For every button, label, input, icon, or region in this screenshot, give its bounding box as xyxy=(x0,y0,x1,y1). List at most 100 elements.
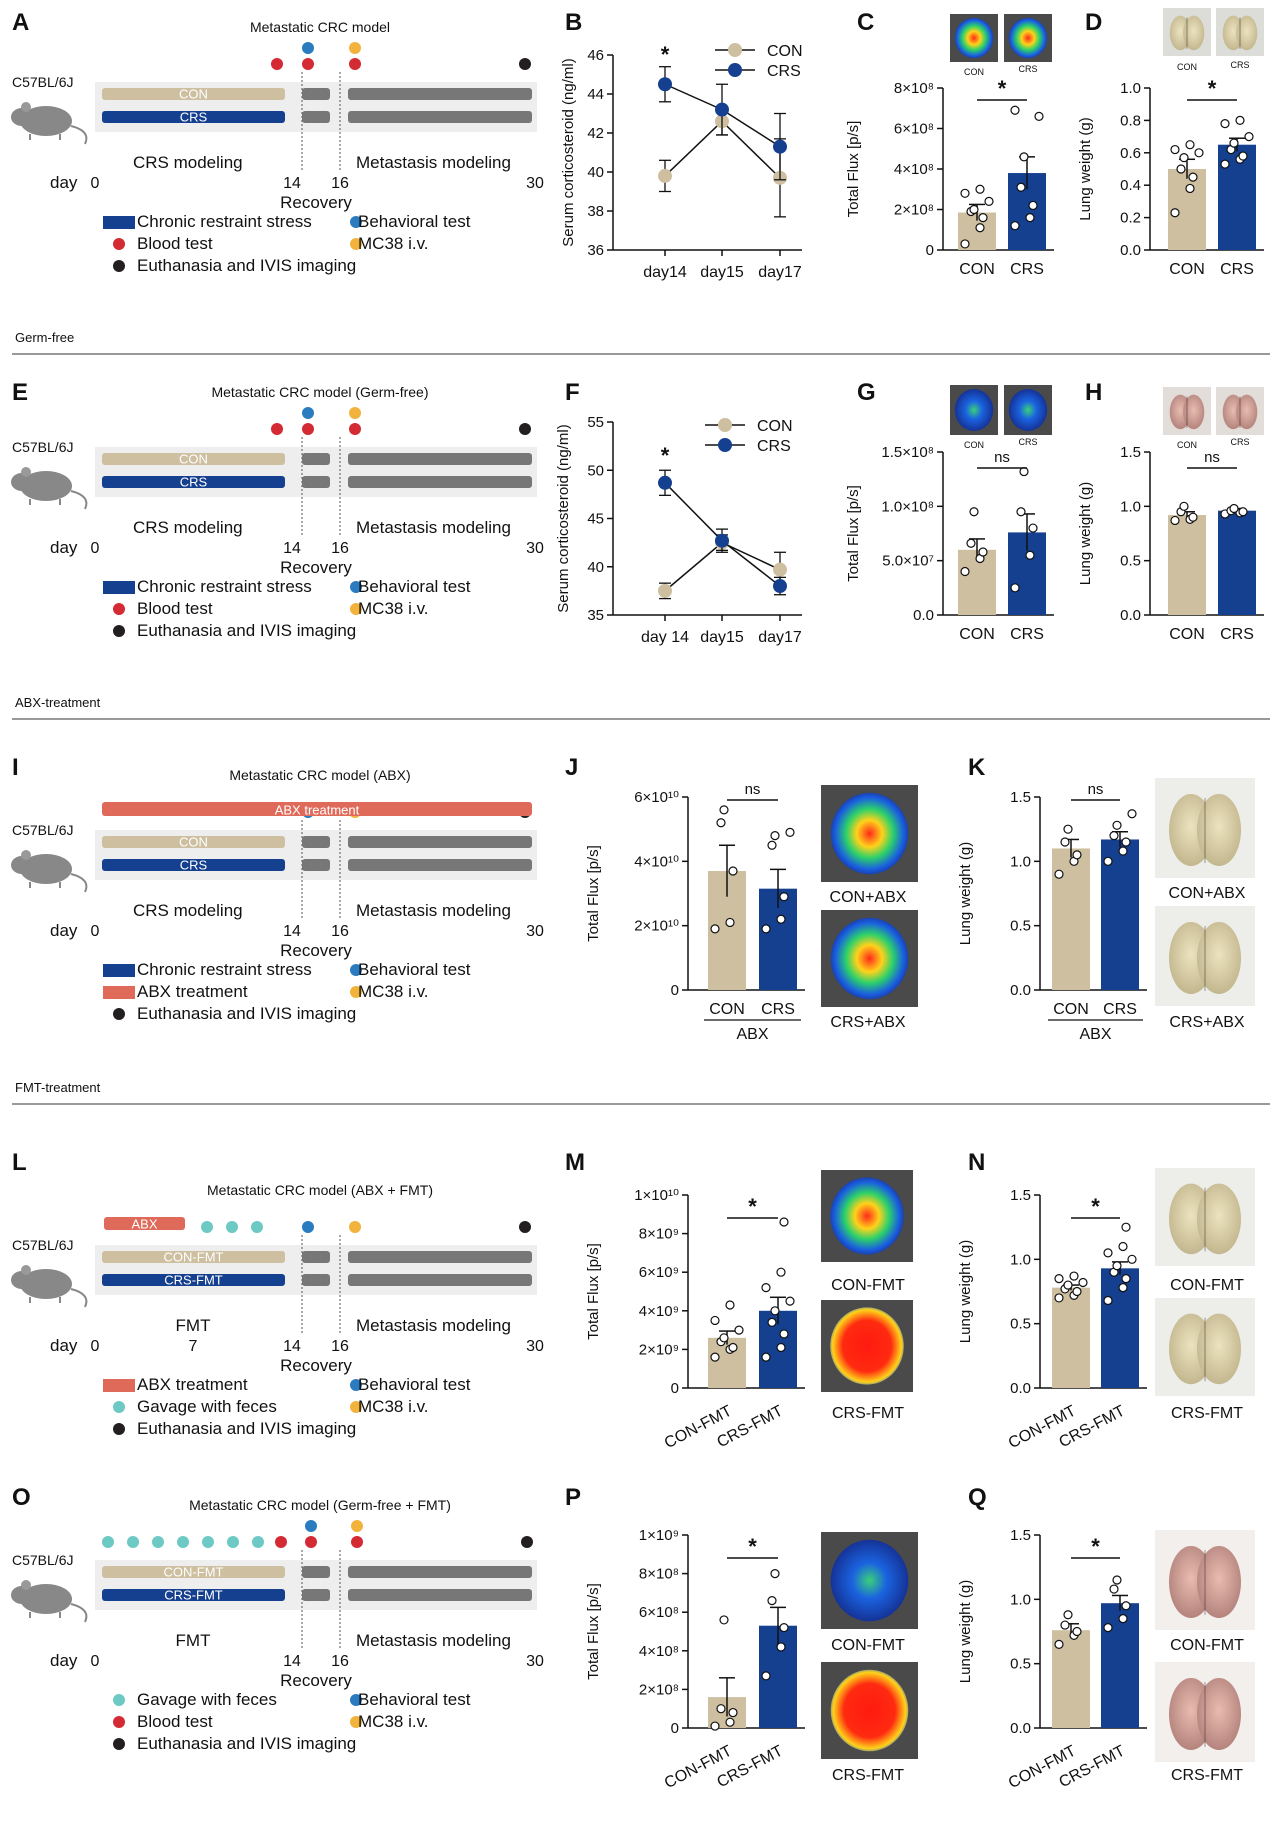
data-point xyxy=(1118,1614,1128,1624)
mouse-strain: C57BL/6J xyxy=(12,822,73,838)
mouse-icon xyxy=(11,850,88,893)
y-tick-label: 0.8 xyxy=(1120,112,1141,129)
x-tick-label: CON xyxy=(1169,626,1205,643)
bar-0 xyxy=(1168,515,1206,615)
ivis-crs-fmt-gf xyxy=(821,1662,918,1759)
bar-recovery-con xyxy=(302,1251,330,1263)
phase-label: Metastasis modeling xyxy=(356,518,511,537)
y-tick-label: 0 xyxy=(671,1380,679,1397)
y-tick-label: 4×10¹⁰ xyxy=(634,853,679,870)
y-axis-label: Lung weight (g) xyxy=(1077,117,1094,220)
data-point xyxy=(1054,869,1064,879)
y-axis-label: Serum corticosteroid (ng/ml) xyxy=(560,58,577,246)
recovery-label: Recovery xyxy=(280,1671,352,1690)
data-point xyxy=(785,827,795,837)
ivis-con-fmt xyxy=(821,1170,913,1262)
legend-dot xyxy=(350,986,362,998)
y-tick-label: 1.0 xyxy=(1010,853,1031,870)
mouse-icon xyxy=(11,467,88,510)
data-point xyxy=(1188,172,1198,182)
phase-label: CRS modeling xyxy=(133,153,243,172)
legend-dot xyxy=(350,1716,362,1728)
panel-letter-E: E xyxy=(12,379,28,406)
data-point xyxy=(1103,1248,1113,1258)
lung-con-fmt xyxy=(1155,1168,1255,1266)
legend-label: MC38 i.v. xyxy=(358,599,429,618)
data-point xyxy=(1170,515,1180,526)
image-label: CON-FMT xyxy=(1170,1277,1244,1294)
data-point-CRS xyxy=(715,102,729,117)
data-point xyxy=(1121,1274,1131,1284)
lung-con xyxy=(1163,387,1211,435)
sig-label: * xyxy=(1091,1534,1100,1559)
day-label: day xyxy=(50,1651,78,1670)
lung-crs xyxy=(1216,8,1264,56)
day-tick: 30 xyxy=(526,175,544,192)
timeline-title: Metastatic CRC model (Germ-free + FMT) xyxy=(189,1497,451,1513)
euth-dot xyxy=(519,1221,531,1233)
y-tick-label: 0 xyxy=(671,982,679,999)
data-point xyxy=(776,1642,786,1652)
section-title: FMT-treatment xyxy=(15,1080,101,1095)
x-tick-label: day17 xyxy=(758,264,802,281)
panel-letter-I: I xyxy=(12,754,19,781)
day-tick: 14 xyxy=(283,540,301,557)
legend-dot xyxy=(350,964,362,976)
data-point xyxy=(1054,1274,1064,1284)
data-point xyxy=(761,1671,771,1681)
blood-dot xyxy=(349,423,361,435)
day-tick: 14 xyxy=(283,1653,301,1670)
sig-label: * xyxy=(1091,1194,1100,1219)
data-point xyxy=(1109,1584,1119,1594)
bar-recovery-crs xyxy=(302,859,330,871)
timeline-title: Metastatic CRC model (ABX + FMT) xyxy=(207,1182,433,1198)
image-label: CON-FMT xyxy=(831,1277,905,1294)
y-tick-label: 0.5 xyxy=(1010,1656,1031,1673)
lung-crs xyxy=(1216,387,1264,435)
legend-dot xyxy=(350,1694,362,1706)
x-tick-label: CON xyxy=(959,626,995,643)
data-point xyxy=(960,566,970,577)
x-tick-label: CRS xyxy=(1010,626,1044,643)
ivis-con xyxy=(950,385,998,435)
day-label: day xyxy=(50,921,78,940)
behav-dot xyxy=(305,1520,317,1532)
bar-recovery-con xyxy=(302,88,330,100)
blood-dot xyxy=(305,1536,317,1548)
data-point xyxy=(1170,208,1180,218)
legend-label: ABX treatment xyxy=(137,982,248,1001)
x-tick-label: day15 xyxy=(700,629,744,646)
phase-label: CRS modeling xyxy=(133,901,243,920)
data-point xyxy=(767,1317,777,1327)
day-tick: 16 xyxy=(331,540,349,557)
data-point xyxy=(969,204,979,215)
lung-crs-fmt xyxy=(1155,1298,1255,1396)
panel-letter-H: H xyxy=(1085,379,1102,406)
data-point xyxy=(1118,1241,1128,1252)
bar-crs-label: CRS xyxy=(180,475,208,490)
data-point xyxy=(1069,1271,1079,1281)
y-tick-label: 1×10¹⁰ xyxy=(634,1187,679,1204)
bar-abx-label: ABX treatment xyxy=(275,803,360,818)
y-axis-label: Lung weight (g) xyxy=(957,842,974,945)
day-tick: 30 xyxy=(526,923,544,940)
x-tick-label: CON xyxy=(1053,1001,1089,1018)
bar-crs xyxy=(102,111,285,123)
image-label: CON+ABX xyxy=(830,889,907,906)
data-point xyxy=(1179,153,1189,163)
image-label: CRS-FMT xyxy=(1171,1767,1243,1784)
legend-label: Euthanasia and IVIS imaging xyxy=(137,1419,356,1438)
data-point xyxy=(734,1325,744,1335)
y-tick-label: 1.5 xyxy=(1010,789,1031,806)
y-tick-label: 0.5 xyxy=(1010,1316,1031,1333)
sig-label: * xyxy=(661,42,670,67)
bar-con xyxy=(102,88,285,100)
y-axis-label: Total Flux [p/s] xyxy=(845,121,862,218)
data-point xyxy=(1121,1601,1131,1611)
data-point xyxy=(719,1615,729,1625)
data-point xyxy=(960,188,970,198)
y-tick-label: 1.0 xyxy=(1010,1251,1031,1268)
panel-letter-K: K xyxy=(968,754,986,781)
phase-label: Metastasis modeling xyxy=(356,901,511,920)
legend-label: MC38 i.v. xyxy=(358,234,429,253)
